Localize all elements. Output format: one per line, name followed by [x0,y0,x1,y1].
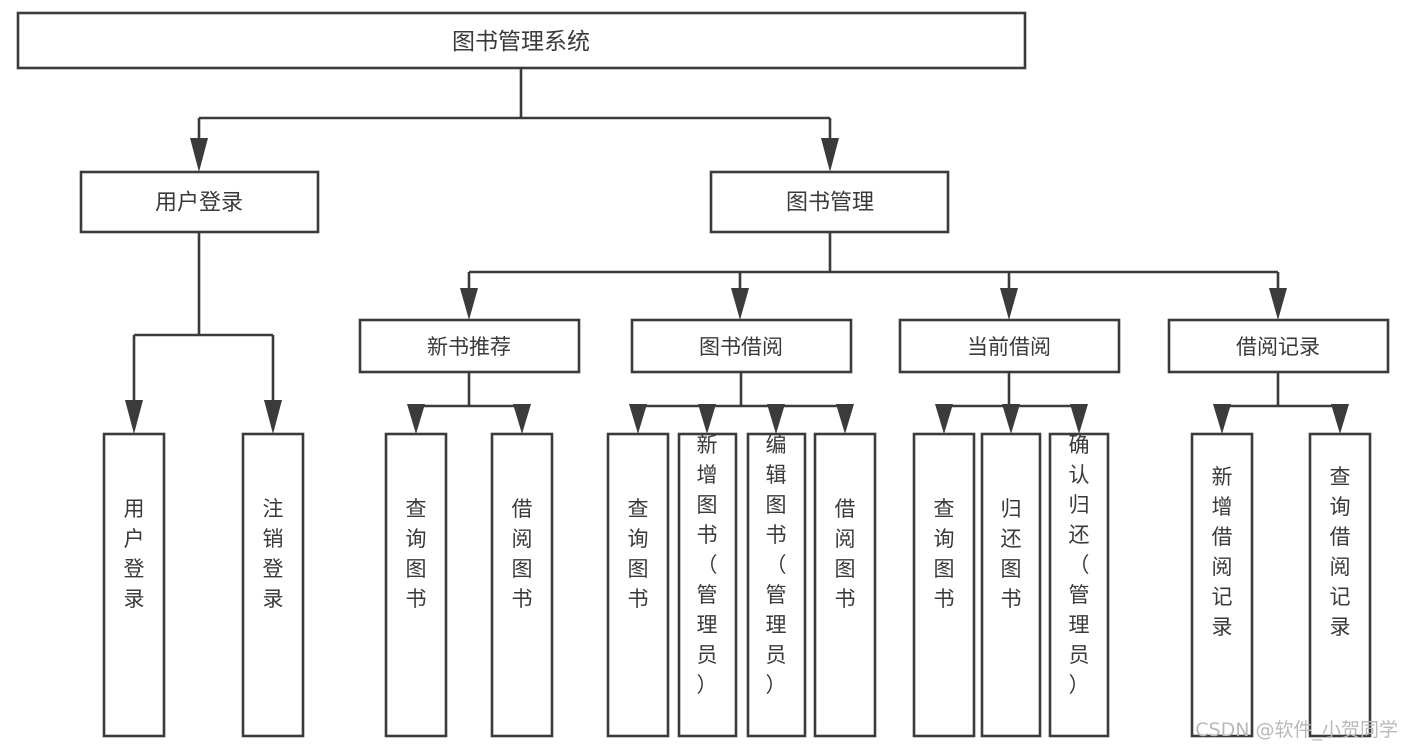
leaf-book-borrow-3-label: 编辑图书（管理员） [766,433,787,697]
arrowhead-currentborrow-leaf-3 [1070,404,1088,434]
leaf-book-borrow-4: 借阅图书 [813,432,877,738]
leaf-user-login-1-label: 用户登录 [124,497,145,611]
leaf-book-borrow-4-label: 借阅图书 [835,497,856,611]
leaf-current-borrow-1-box [912,432,976,738]
node-current-borrow: 当前借阅 [898,318,1121,374]
arrowhead-bookmgmt-child-2 [731,288,749,320]
node-book-borrow: 图书借阅 [630,318,853,374]
node-user-login: 用户登录 [79,170,320,234]
leaf-borrow-record-2: 查询借阅记录 [1308,432,1372,738]
leaf-current-borrow-1: 查询图书 [912,432,976,738]
node-new-book-recommend-box [358,318,581,374]
leaf-book-borrow-1: 查询图书 [606,432,670,738]
arrowhead-bookmgmt-child-3 [1000,288,1018,320]
leaf-user-login-2: 注销登录 [241,432,305,738]
leaf-book-borrow-3: 编辑图书（管理员） [746,432,807,738]
leaf-book-borrow-2: 新增图书（管理员） [677,432,738,738]
leaf-borrow-record-2-label: 查询借阅记录 [1330,465,1351,639]
leaf-book-borrow-1-box [606,432,670,738]
node-borrow-record-label: 借阅记录 [1236,335,1320,359]
leaf-book-borrow-3-box [746,432,807,738]
node-user-login-label: 用户登录 [155,191,243,216]
leaf-user-login-2-label: 注销登录 [263,497,284,611]
arrowhead-currentborrow-leaf-2 [1002,404,1020,434]
leaf-book-borrow-2-label: 新增图书（管理员） [697,433,718,697]
leaf-borrow-record-1-box [1190,432,1254,738]
leaf-borrow-record-2-box [1308,432,1372,738]
leaf-current-borrow-1-label: 查询图书 [934,497,955,611]
arrowhead-newbook-leaf-1 [407,404,425,434]
node-root: 图书管理系统 [16,11,1027,70]
leaf-borrow-record-1-label: 新增借阅记录 [1212,465,1233,639]
node-book-borrow-label: 图书借阅 [699,335,783,359]
leaf-new-book-2-box [490,432,554,738]
arrowhead-userlogin-leaf-2 [264,400,282,434]
arrowhead-borrowrecord-leaf-1 [1213,404,1231,434]
arrowhead-bookborrow-leaf-2 [698,404,716,434]
leaf-current-borrow-2: 归还图书 [980,432,1042,738]
arrowhead-userlogin-leaf-1 [125,400,143,434]
leaf-user-login-2-box [241,432,305,738]
leaf-book-borrow-2-box [677,432,738,738]
leaf-current-borrow-3-box [1048,432,1110,738]
leaf-new-book-2-label: 借阅图书 [512,497,533,611]
node-root-box [16,11,1027,70]
node-book-management-box [709,170,950,234]
leaf-new-book-1-label: 查询图书 [406,497,427,611]
node-book-borrow-box [630,318,853,374]
arrowhead-root-to-bookmgmt [821,138,839,172]
arrowhead-borrowrecord-leaf-2 [1331,404,1349,434]
node-borrow-record: 借阅记录 [1167,318,1390,374]
node-book-management: 图书管理 [709,170,950,234]
leaf-current-borrow-2-box [980,432,1042,738]
arrowhead-bookborrow-leaf-1 [629,404,647,434]
node-root-label: 图书管理系统 [452,29,590,55]
leaf-new-book-2: 借阅图书 [490,432,554,738]
node-new-book-recommend-label: 新书推荐 [427,335,511,359]
leaf-book-borrow-1-label: 查询图书 [628,497,649,611]
leaf-user-login-1-box [102,432,166,738]
node-current-borrow-box [898,318,1121,374]
leaf-book-borrow-4-box [813,432,877,738]
leaf-new-book-1: 查询图书 [384,432,448,738]
arrowhead-newbook-leaf-2 [513,404,531,434]
node-book-management-label: 图书管理 [786,191,874,216]
arrowhead-bookmgmt-child-1 [460,288,478,320]
node-borrow-record-box [1167,318,1390,374]
leaf-current-borrow-2-label: 归还图书 [1001,497,1022,611]
arrowhead-currentborrow-leaf-1 [935,404,953,434]
node-new-book-recommend: 新书推荐 [358,318,581,374]
leaf-new-book-1-box [384,432,448,738]
leaf-user-login-1: 用户登录 [102,432,166,738]
arrowhead-bookborrow-leaf-3 [767,404,785,434]
leaf-current-borrow-3-label: 确认归还（管理员） [1069,433,1090,697]
arrowhead-bookborrow-leaf-4 [836,404,854,434]
leaf-borrow-record-1: 新增借阅记录 [1190,432,1254,738]
arrowhead-bookmgmt-child-4 [1269,288,1287,320]
csdn-watermark: CSDN @软件_小贺同学 [1195,719,1398,741]
node-current-borrow-label: 当前借阅 [967,335,1051,359]
leaf-current-borrow-3: 确认归还（管理员） [1048,432,1110,738]
arrowhead-root-to-userlogin [190,138,208,172]
